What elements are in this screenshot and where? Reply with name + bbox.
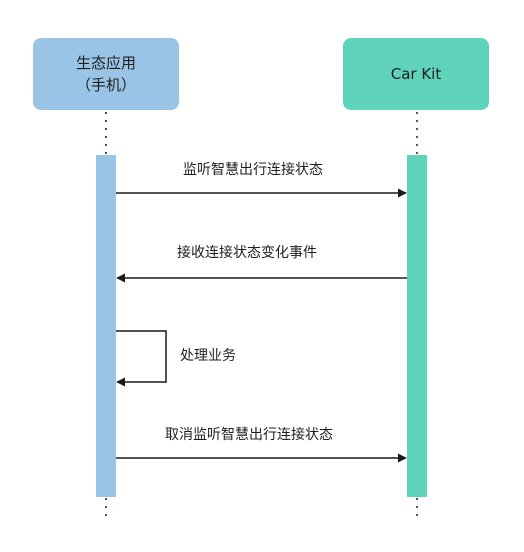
actor-ecosystem-app-device: （手机） [75, 76, 136, 94]
message-label-2: 接收连接状态变化事件 [177, 245, 317, 261]
actor-ecosystem-app-name: 生态应用 [75, 54, 136, 72]
message-label-1: 监听智慧出行连接状态 [183, 162, 323, 178]
self-message-arrow [116, 330, 167, 387]
actor-car-kit-name: Car Kit [390, 65, 442, 83]
actor-car-kit: Car Kit [343, 38, 489, 110]
activation-bar-right [407, 155, 427, 497]
message-label-3: 取消监听智慧出行连接状态 [165, 427, 333, 443]
activation-bar-left [96, 155, 116, 497]
self-message-label: 处理业务 [180, 348, 236, 364]
actor-ecosystem-app: 生态应用 （手机） [33, 38, 179, 110]
